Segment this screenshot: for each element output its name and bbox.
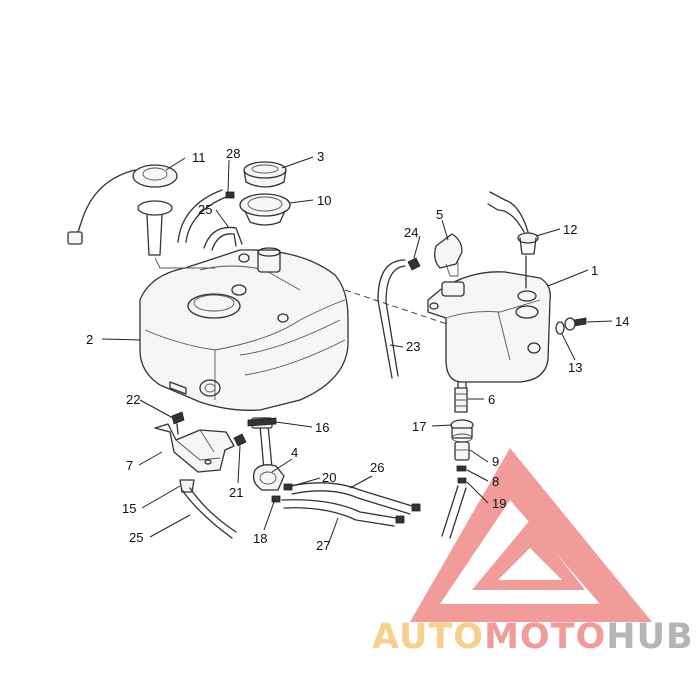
drain-hose-19-part	[441, 485, 467, 539]
mounting-bracket-part	[154, 423, 235, 493]
reservoir-tank-part	[427, 271, 551, 396]
bolt-14-part	[564, 317, 587, 331]
callout-25-top: 25	[198, 202, 212, 217]
callout-21: 21	[229, 485, 243, 500]
callout-4: 4	[291, 445, 298, 460]
vent-hose-part	[177, 189, 235, 243]
callout-15: 15	[122, 501, 136, 516]
watermark-text: AUTOMOTOHUB	[372, 617, 694, 657]
callout-8: 8	[492, 474, 499, 489]
breather-hose-top-part	[203, 226, 243, 251]
watermark-moto: MOTO	[484, 617, 606, 657]
fuel-tank-part	[139, 247, 349, 411]
watermark-triangle-icon	[410, 448, 652, 622]
callout-28: 28	[226, 146, 240, 161]
callout-27: 27	[316, 538, 330, 553]
filler-neck-ring-part	[239, 193, 291, 226]
callout-24: 24	[404, 225, 418, 240]
callout-11: 11	[192, 150, 206, 165]
callout-26: 26	[370, 460, 384, 475]
callout-12: 12	[563, 222, 577, 237]
clamp-8-part	[456, 465, 467, 484]
clamp-20-part	[283, 483, 293, 491]
callout-5: 5	[436, 207, 443, 222]
callout-3: 3	[317, 149, 324, 164]
callout-labels: 11 28 3 10 25 24 5 12 1 14 13 2 23 6 17 …	[86, 146, 629, 553]
hose-clamp-24-part	[407, 257, 421, 271]
fuel-cap-part	[243, 161, 287, 188]
overflow-hose-part	[377, 259, 406, 379]
callout-17: 17	[412, 419, 426, 434]
callout-6: 6	[488, 392, 495, 407]
leader-lines	[101, 156, 613, 546]
assembly-guide-line	[344, 289, 481, 336]
watermark-logo: AUTOMOTOHUB	[372, 448, 694, 657]
callout-19: 19	[492, 496, 506, 511]
clamp-18-part	[271, 495, 281, 503]
callout-22: 22	[126, 392, 140, 407]
callout-20: 20	[322, 470, 336, 485]
watermark-inner-triangle-icon	[472, 520, 585, 590]
watermark-hub: HUB	[606, 617, 693, 657]
callout-7: 7	[126, 458, 133, 473]
callout-2: 2	[86, 332, 93, 347]
fuel-cock-part	[251, 417, 285, 491]
fuel-gauge-sender-part	[67, 164, 215, 269]
breather-hose-bottom-part	[181, 487, 237, 539]
callout-1: 1	[591, 263, 598, 278]
bolt-21-part	[233, 433, 247, 447]
callout-18: 18	[253, 531, 267, 546]
fitting-6-part	[454, 387, 468, 413]
callout-16: 16	[315, 420, 329, 435]
washer-13-part	[555, 321, 565, 335]
watermark-auto: AUTO	[372, 617, 484, 657]
fuel-hose-27-part	[281, 499, 405, 527]
reservoir-cap-part	[434, 233, 463, 277]
grommet-17-part	[450, 419, 474, 443]
callout-14: 14	[615, 314, 629, 329]
clamp-16-part	[247, 417, 277, 427]
bolt-22-part	[171, 411, 185, 435]
fitting-9-part	[454, 441, 470, 461]
callout-25-bottom: 25	[129, 530, 143, 545]
callout-23: 23	[406, 339, 420, 354]
callout-10: 10	[317, 193, 331, 208]
callout-13: 13	[568, 360, 582, 375]
level-sensor-part	[487, 191, 539, 289]
callout-9: 9	[492, 454, 499, 469]
